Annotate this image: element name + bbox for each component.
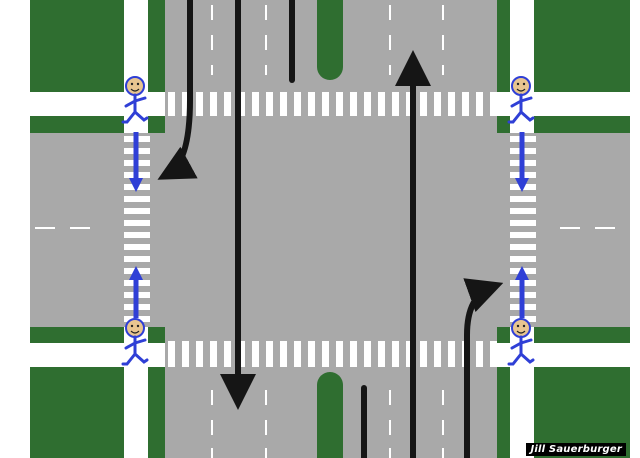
- west-ped-up-arrow: [129, 266, 143, 318]
- south-crosswalk: [168, 341, 497, 367]
- crosswalk-stripe: [510, 196, 536, 202]
- crosswalk-stripe: [308, 92, 315, 116]
- crosswalk-stripe: [510, 244, 536, 250]
- crosswalk-stripe: [462, 92, 469, 116]
- crosswalk-stripe: [124, 256, 150, 262]
- crosswalk-stripe: [420, 92, 427, 116]
- credit-label: Jill Sauerburger: [526, 443, 626, 456]
- crosswalk-stripe: [266, 92, 273, 116]
- crosswalk-stripe: [238, 92, 245, 116]
- crosswalk-stripe: [124, 220, 150, 226]
- crosswalk-stripe: [510, 208, 536, 214]
- crosswalk-stripe: [392, 92, 399, 116]
- pedestrian-northeast: [507, 76, 535, 124]
- lane-markings: [35, 5, 615, 458]
- crosswalk-stripe: [266, 341, 273, 367]
- crosswalk-stripe: [238, 341, 245, 367]
- crosswalk-stripe: [168, 341, 175, 367]
- crosswalk-stripe: [280, 341, 287, 367]
- crosswalk-stripe: [210, 92, 217, 116]
- crosswalk-stripe: [294, 341, 301, 367]
- crosswalk-stripe: [406, 92, 413, 116]
- crosswalk-stripe: [182, 341, 189, 367]
- crosswalk-stripe: [182, 92, 189, 116]
- crosswalk-stripe: [448, 92, 455, 116]
- vehicle-arrows: [157, 0, 504, 458]
- crosswalk-stripe: [406, 341, 413, 367]
- pedestrian-arrows: [129, 132, 529, 318]
- crosswalk-stripe: [434, 92, 441, 116]
- crosswalk-stripe: [476, 92, 483, 116]
- west-ped-down-arrow: [129, 132, 143, 192]
- crosswalk-stripe: [378, 341, 385, 367]
- crosswalk-stripe: [510, 220, 536, 226]
- crosswalk-stripe: [434, 341, 441, 367]
- crosswalk-stripe: [252, 341, 259, 367]
- crosswalk-stripe: [210, 341, 217, 367]
- crosswalk-stripe: [336, 341, 343, 367]
- pedestrian-southwest: [121, 318, 149, 366]
- crosswalk-stripe: [124, 232, 150, 238]
- pedestrian-northwest: [121, 76, 149, 124]
- north-crosswalk: [168, 92, 497, 116]
- crosswalk-stripe: [124, 208, 150, 214]
- crosswalk-stripe: [392, 341, 399, 367]
- crosswalk-stripe: [490, 92, 497, 116]
- crosswalk-stripe: [124, 196, 150, 202]
- crosswalk-stripe: [364, 341, 371, 367]
- crosswalk-stripe: [294, 92, 301, 116]
- crosswalk-stripe: [510, 232, 536, 238]
- crosswalk-stripe: [336, 92, 343, 116]
- crosswalk-stripe: [252, 92, 259, 116]
- crosswalk-stripe: [124, 244, 150, 250]
- crosswalk-stripe: [364, 92, 371, 116]
- crosswalk-stripe: [308, 341, 315, 367]
- crosswalk-stripe: [224, 92, 231, 116]
- crosswalk-stripe: [350, 92, 357, 116]
- southbound-left-turn-arrow: [157, 0, 198, 180]
- crosswalk-stripe: [378, 92, 385, 116]
- crosswalk-stripe: [322, 341, 329, 367]
- east-ped-down-arrow: [515, 132, 529, 192]
- crosswalk-stripe: [280, 92, 287, 116]
- crosswalk-stripe: [196, 92, 203, 116]
- crosswalk-stripe: [476, 341, 483, 367]
- medians: [317, 0, 343, 458]
- crosswalk-stripe: [168, 92, 175, 116]
- crosswalk-stripe: [350, 341, 357, 367]
- northbound-right-turn-arrow: [463, 278, 504, 458]
- median-south-fill: [317, 420, 343, 458]
- crosswalk-stripe: [510, 256, 536, 262]
- crosswalk-stripe: [196, 341, 203, 367]
- median-north-fill: [317, 0, 343, 40]
- crosswalk-stripe: [224, 341, 231, 367]
- crosswalk-stripe: [420, 341, 427, 367]
- east-ped-up-arrow: [515, 266, 529, 318]
- crosswalk-stripe: [490, 341, 497, 367]
- pedestrian-southeast: [507, 318, 535, 366]
- pedestrians: [121, 76, 535, 366]
- crosswalk-stripe: [322, 92, 329, 116]
- crosswalk-stripe: [448, 341, 455, 367]
